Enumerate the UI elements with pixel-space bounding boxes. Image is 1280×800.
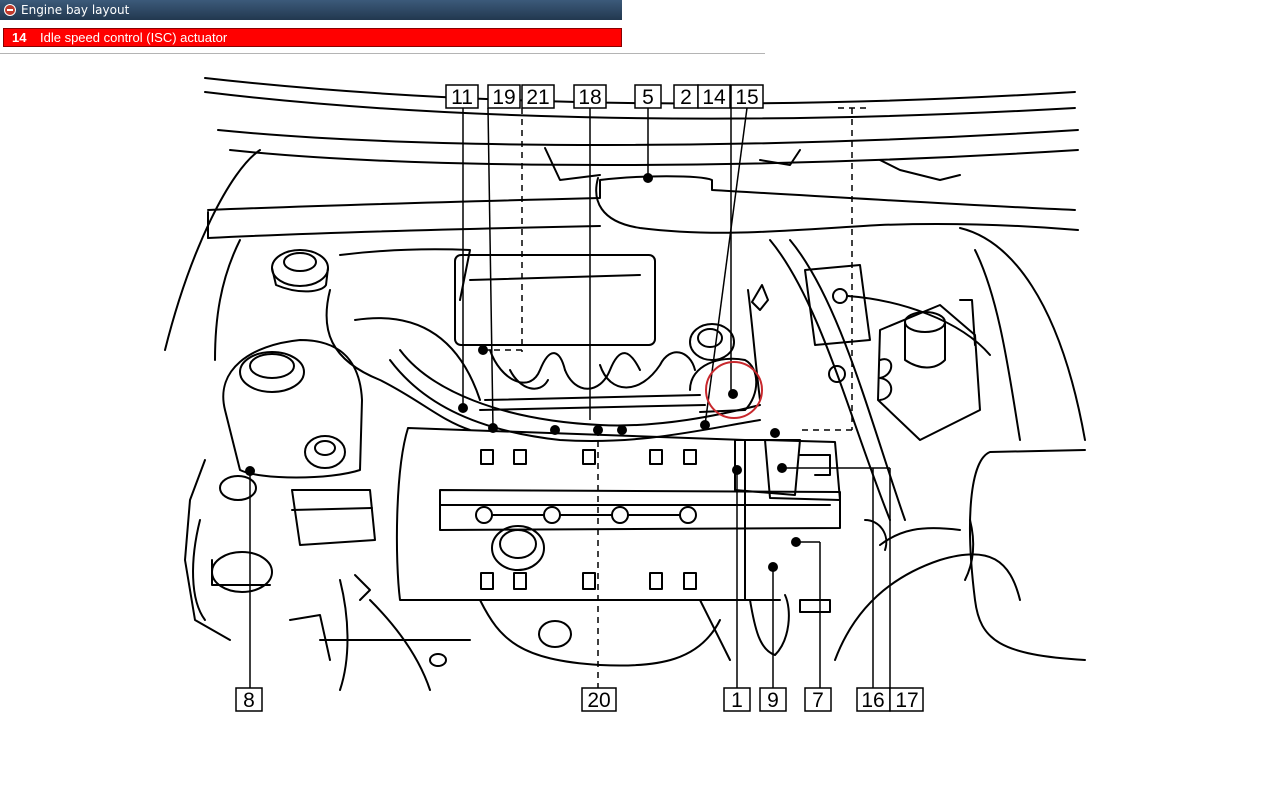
callout-14-label: 14: [702, 86, 726, 109]
callout-8[interactable]: 8: [235, 687, 263, 712]
isc-actuator-highlight-ring[interactable]: [705, 361, 763, 419]
callout-18-label: 18: [578, 86, 601, 109]
callout-17-label: 17: [895, 689, 918, 712]
callout-17[interactable]: 17: [889, 687, 924, 712]
top-callouts: 11 19 21 18 5 2 14 15: [445, 84, 764, 109]
callout-16[interactable]: 16: [856, 687, 891, 712]
callout-5-label: 5: [642, 86, 654, 109]
callout-11-label: 11: [451, 86, 473, 109]
callout-7[interactable]: 7: [804, 687, 832, 712]
callout-1-label: 1: [731, 689, 743, 712]
window-titlebar: Engine bay layout: [0, 0, 622, 20]
callout-18[interactable]: 18: [573, 84, 607, 109]
selected-component-label: Idle speed control (ISC) actuator: [40, 30, 228, 45]
callout-21-label: 21: [526, 86, 549, 109]
callout-15[interactable]: 15: [730, 84, 764, 109]
callout-21[interactable]: 21: [521, 84, 555, 109]
callout-16-label: 16: [861, 689, 884, 712]
app-icon: [4, 4, 16, 16]
header-divider: [0, 53, 765, 54]
dashed-leaders: [483, 107, 866, 690]
callout-20-label: 20: [587, 689, 610, 712]
selected-component-row[interactable]: 14 Idle speed control (ISC) actuator: [3, 28, 622, 47]
callout-5[interactable]: 5: [634, 84, 662, 109]
callout-2[interactable]: 2: [673, 84, 699, 109]
callout-8-label: 8: [243, 689, 255, 712]
connector-dots: [245, 173, 801, 572]
callout-2-label: 2: [680, 86, 692, 109]
callout-19[interactable]: 19: [487, 84, 521, 109]
callout-9-label: 9: [767, 689, 779, 712]
window-title: Engine bay layout: [21, 3, 130, 17]
callout-9[interactable]: 9: [759, 687, 787, 712]
callout-1[interactable]: 1: [723, 687, 751, 712]
callout-15-label: 15: [735, 86, 758, 109]
selected-component-number: 14: [12, 30, 27, 45]
bottom-callouts: 8 20 1 9 7 16 17: [235, 687, 924, 712]
engine-line-art: [164, 77, 1086, 691]
callout-11[interactable]: 11: [445, 84, 479, 109]
callout-19-label: 19: [492, 86, 515, 109]
callout-20[interactable]: 20: [581, 687, 617, 712]
callout-7-label: 7: [812, 689, 824, 712]
callout-14[interactable]: 14: [697, 84, 731, 109]
